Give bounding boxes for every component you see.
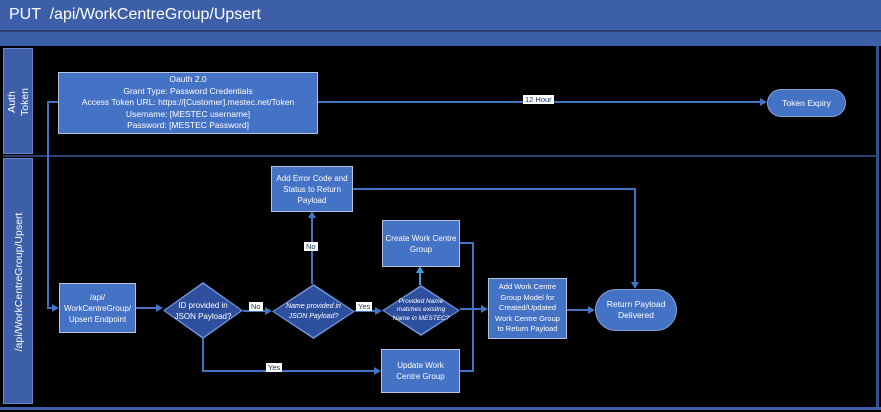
page-title: PUT /api/WorkCentreGroup/Upsert: [0, 0, 881, 32]
connector-oauth-endpoint-vertical: [47, 101, 49, 308]
connector-d1-d2: [243, 310, 266, 312]
arrowhead-into-error: [308, 211, 316, 218]
arrowhead-into-endpoint: [52, 304, 59, 312]
arrowhead-into-addmodel: [481, 305, 488, 313]
endpoint-box: /api/ WorkCentreGroup/ Upsert Endpoint: [59, 283, 136, 333]
edge-label-no-id: No: [249, 302, 263, 311]
add-model-box: Add Work Centre Group Model for Created/…: [488, 278, 567, 339]
decision-id-provided: ID provided in JSON Payload?: [163, 282, 243, 339]
arrowhead-into-return: [588, 306, 595, 314]
token-expiry-terminal: Token Expiry: [767, 89, 846, 117]
connector-error-down: [634, 188, 636, 282]
arrowhead-into-update: [374, 367, 381, 375]
lane-upsert-header: /api/WorkCentreGroup/Upsert: [3, 158, 33, 404]
lane-auth-token-header: Auth Token: [3, 48, 33, 154]
frame-right-border: [876, 46, 879, 408]
lane-upsert-label: /api/WorkCentreGroup/Upsert: [13, 212, 25, 352]
oauth-credentials-box: Oauth 2.0 Grant Type: Password Credentia…: [58, 72, 318, 134]
header-bar: PUT /api/WorkCentreGroup/Upsert: [0, 0, 881, 46]
decision-name-provided: Name provided in JSON Payload?: [272, 284, 355, 339]
decision-name-matches: Provided Name matches existing Name in M…: [382, 285, 460, 336]
connector-endpoint-d1: [136, 307, 157, 309]
frame-bottom-border: [0, 407, 881, 410]
return-payload-terminal: Return Payload Delivered: [595, 289, 677, 331]
edge-label-yes-name: Yes: [356, 302, 373, 311]
lane-auth-token-label: Auth Token: [6, 87, 31, 117]
arrowhead-into-d2: [265, 307, 272, 315]
connector-error-right: [353, 188, 636, 190]
connector-addmodel-return: [567, 309, 589, 311]
connector-create-stub: [460, 242, 474, 244]
connector-d2-d3: [355, 310, 376, 312]
connector-oauth-left-stub: [47, 101, 58, 103]
arrowhead-into-return-top: [631, 282, 639, 289]
connector-d1-update: [202, 370, 376, 372]
arrowhead-into-d3: [375, 307, 382, 315]
update-group-box: Update Work Centre Group: [381, 349, 460, 393]
arrowhead-into-create: [416, 266, 424, 273]
arrowhead-into-token-expiry: [760, 98, 767, 106]
edge-label-12-hour: 12 Hour: [523, 95, 554, 104]
edge-label-no-name: No: [304, 242, 318, 251]
connector-endpoint-stub: [47, 307, 53, 309]
connector-d1-down: [202, 338, 204, 372]
lane-divider: [3, 155, 877, 157]
connector-join-vertical: [472, 242, 474, 372]
connector-d3-addmodel: [460, 308, 482, 310]
connector-update-stub: [460, 370, 474, 372]
add-error-box: Add Error Code and Status to Return Payl…: [271, 166, 353, 212]
connector-d3-create: [419, 272, 421, 285]
edge-label-yes-id: Yes: [266, 363, 283, 372]
arrowhead-into-d1: [156, 304, 163, 312]
create-group-box: Create Work Centre Group: [382, 220, 460, 267]
